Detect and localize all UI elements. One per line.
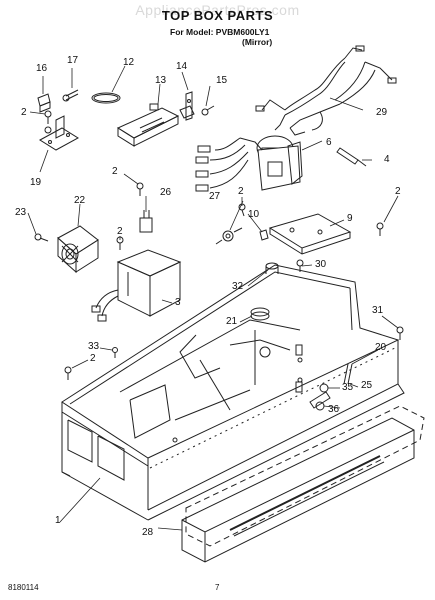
callout-14: 14 [176,61,188,72]
callout-26: 26 [160,187,172,198]
leader-lines [28,66,398,530]
model-line: For Model: PVBM600LY1 [170,27,270,37]
callout-36: 36 [328,404,340,415]
wire-harness [256,46,396,135]
callout-2: 2 [395,186,401,197]
page-number: 7 [215,583,220,592]
front-panel-mirror [182,406,424,562]
callout-2: 2 [238,186,244,197]
callout-3: 3 [175,297,181,308]
callout-15: 15 [216,75,228,86]
callout-12: 12 [123,57,135,68]
callout-2: 2 [21,107,27,118]
screws [35,111,403,380]
top-box-housing [62,265,404,520]
front-small-parts [310,364,352,410]
callout-19: 19 [30,177,42,188]
doc-number: 8180114 [8,583,39,592]
page-title: TOP BOX PARTS [161,8,274,23]
relay-parts [140,210,268,244]
callout-22: 22 [74,195,86,206]
fan-motor [196,136,302,191]
callout-31: 31 [372,305,384,316]
callout-20: 20 [375,342,387,353]
damper-parts [251,263,278,320]
callout-32: 32 [232,281,244,292]
callout-2: 2 [112,166,118,177]
cooling-fan [58,226,98,272]
callout-10: 10 [248,209,260,220]
callout-16: 16 [36,63,48,74]
small-parts-top [38,90,214,146]
connector-part [337,148,366,166]
callout-30: 30 [315,259,327,270]
control-housing [92,250,180,321]
callout-23: 23 [15,207,27,218]
callout-1: 1 [55,515,61,526]
callout-28: 28 [142,527,154,538]
callout-2: 2 [90,353,96,364]
variant-label: (Mirror) [242,37,273,47]
callout-13: 13 [155,75,167,86]
callout-29: 29 [376,107,388,118]
callout-21: 21 [226,316,238,327]
callout-25: 25 [361,380,373,391]
watermark: AppliancePartsPros.com [135,2,300,18]
bracket-part [40,116,78,150]
callout-33: 33 [88,341,100,352]
callout-6: 6 [326,137,332,148]
mounting-plate [270,214,350,254]
callout-35: 35 [342,382,354,393]
callout-2: 2 [117,226,123,237]
callout-4: 4 [384,154,390,165]
callout-17: 17 [67,55,79,66]
callout-9: 9 [347,213,353,224]
callout-27: 27 [209,191,221,202]
